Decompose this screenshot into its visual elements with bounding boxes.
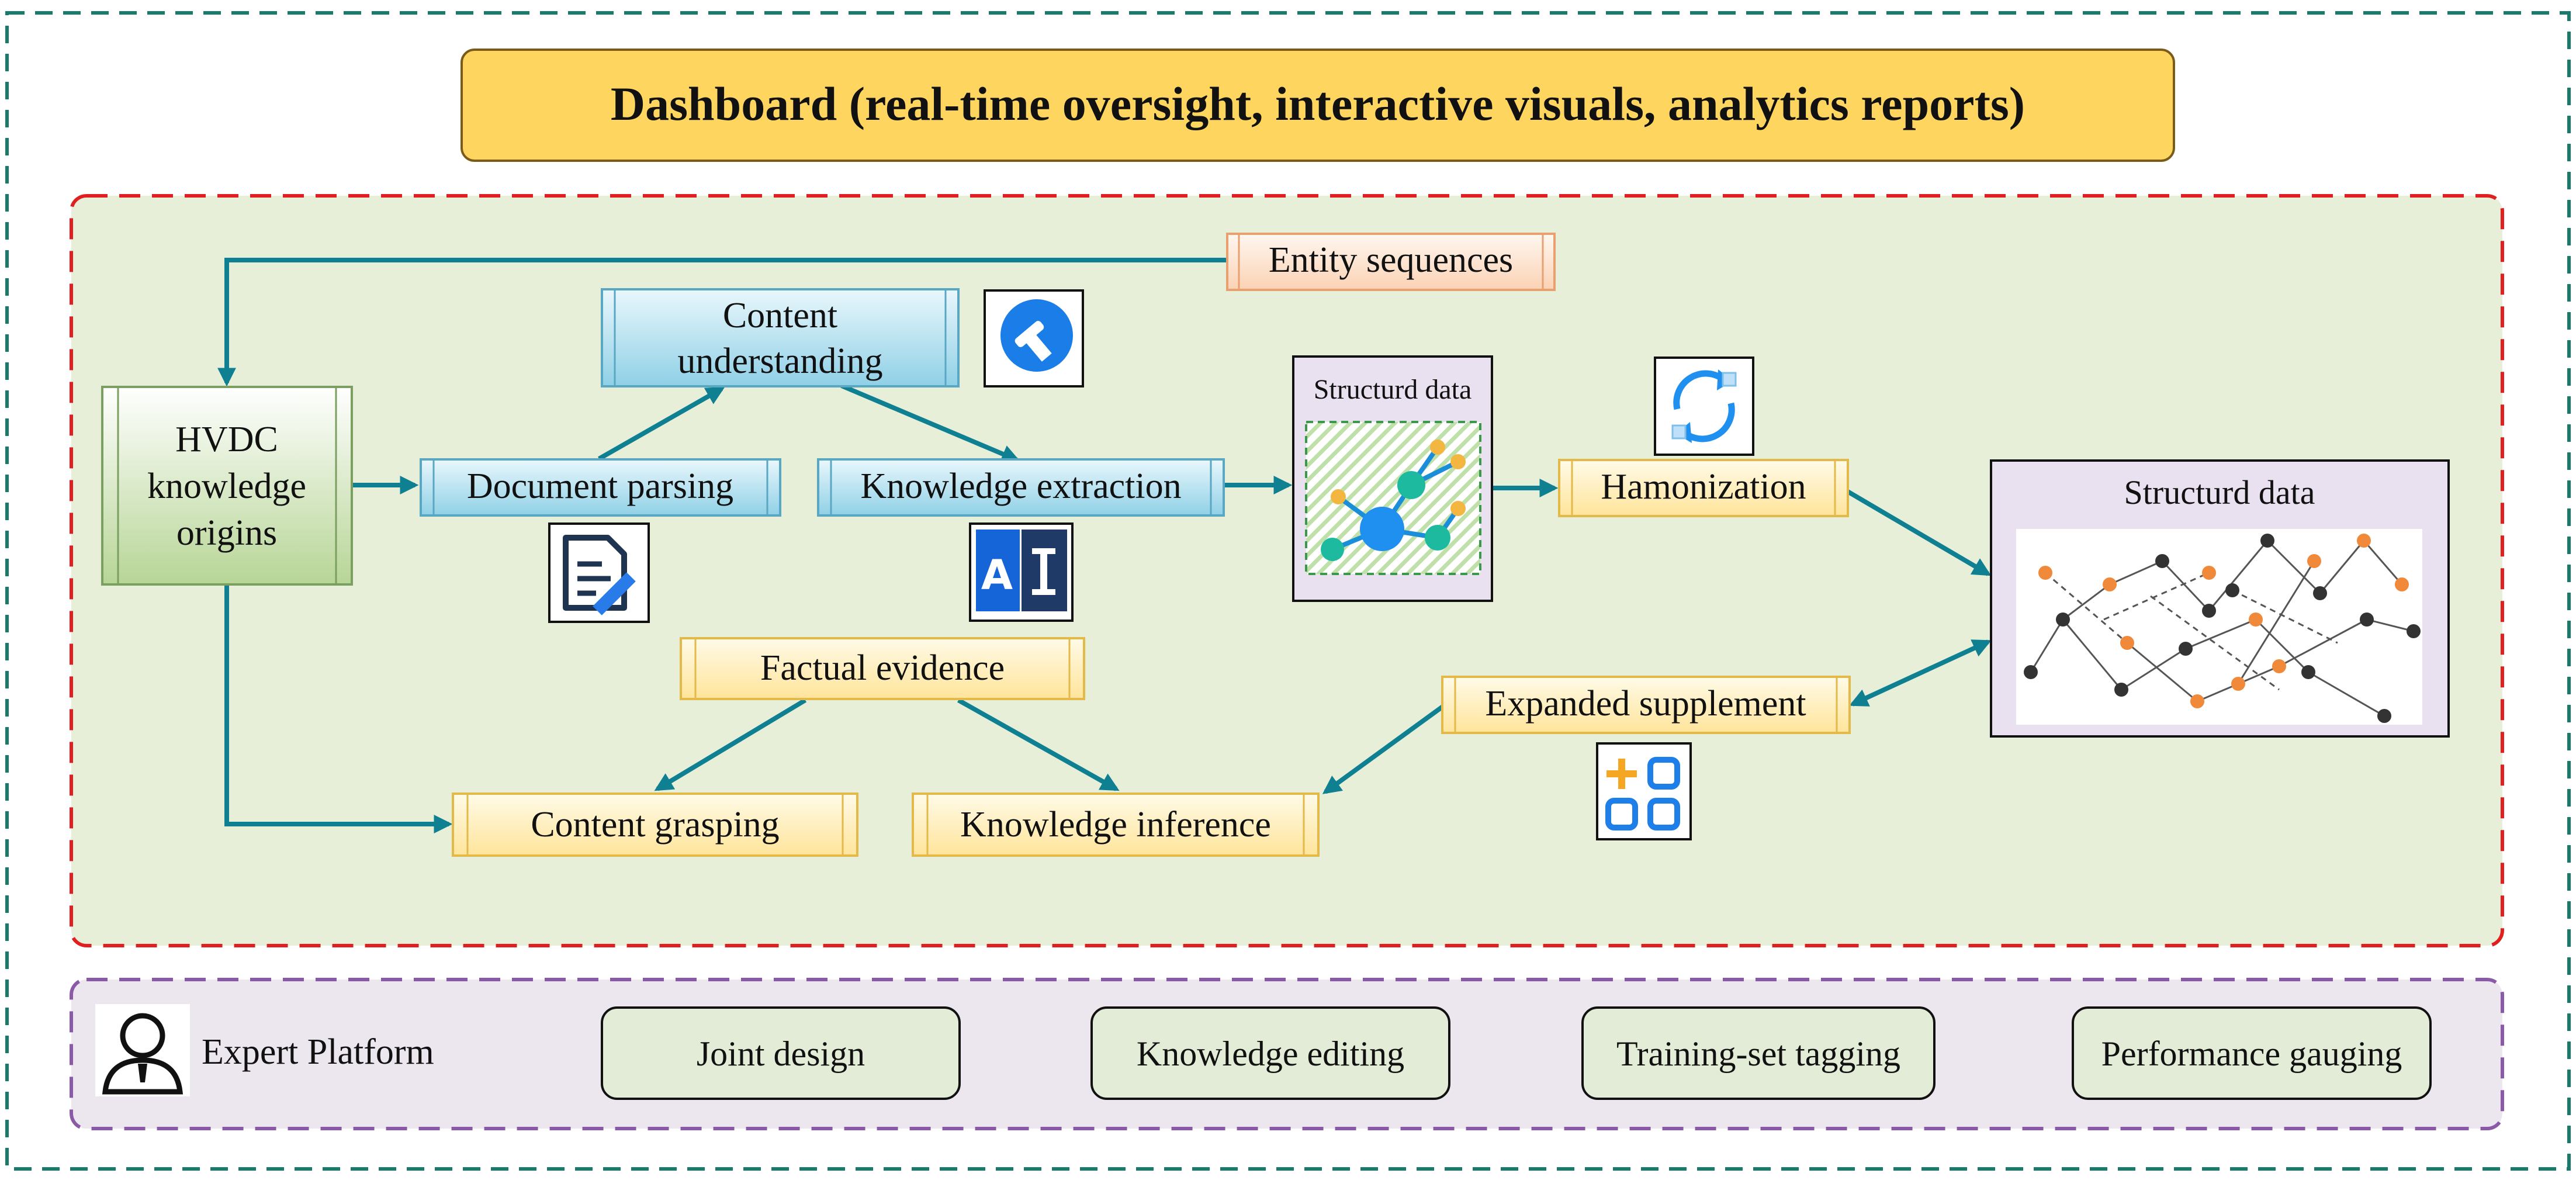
arrow-evidence-to-grasping: [654, 698, 807, 791]
content-understanding-label-2: understanding: [677, 341, 882, 381]
hvdc-label-2: knowledge: [147, 466, 306, 506]
arrow-understanding-to-extraction: [840, 383, 1020, 463]
node-factual-evidence: Factual evidence: [680, 637, 1085, 700]
performance-gauging-label: Performance gauging: [2101, 1034, 2402, 1073]
joint-design-button[interactable]: Joint design: [601, 1006, 961, 1100]
joint-design-label: Joint design: [697, 1034, 865, 1073]
dashboard-title: Dashboard (real-time oversight, interact…: [611, 77, 2025, 130]
node-structured-data-large: Structurd data: [1990, 459, 2450, 738]
node-harmonization: Hamonization: [1558, 459, 1849, 517]
content-understanding-label-1: Content: [723, 296, 837, 335]
arrow-harmonization-to-graph: [1845, 489, 1992, 576]
node-content-grasping: Content grasping: [452, 793, 858, 857]
ai-book-icon: A: [969, 522, 1074, 622]
knowledge-inference-label: Knowledge inference: [960, 805, 1271, 845]
arrow-supplement-graph: [1849, 639, 1992, 707]
arrow-parsing-to-understanding: [598, 386, 725, 461]
svg-text:A: A: [981, 551, 1013, 599]
harmonization-label: Hamonization: [1601, 467, 1806, 507]
hvdc-label-1: HVDC: [175, 420, 278, 459]
node-knowledge-extraction: Knowledge extraction: [817, 458, 1225, 517]
add-apps-icon: [1596, 742, 1692, 840]
expert-platform-label: Expert Platform: [202, 1032, 434, 1072]
lightbulb-icon: [984, 289, 1084, 387]
knowledge-graph-image: [2030, 539, 2414, 717]
node-structured-data-small: Structurd data: [1292, 355, 1493, 602]
document-parsing-label: Document parsing: [467, 466, 733, 506]
performance-gauging-button[interactable]: Performance gauging: [2072, 1006, 2432, 1100]
node-document-parsing: Document parsing: [420, 458, 781, 517]
network-node-icon: [1321, 440, 1466, 561]
node-expanded-supplement: Expanded supplement: [1441, 676, 1851, 734]
entity-sequences-label: Entity sequences: [1269, 240, 1513, 280]
training-set-tagging-label: Training-set tagging: [1616, 1034, 1900, 1073]
knowledge-editing-button[interactable]: Knowledge editing: [1090, 1006, 1450, 1100]
arrow-evidence-to-inference: [957, 698, 1120, 791]
sync-icon: [1654, 357, 1754, 456]
expanded-supplement-label: Expanded supplement: [1485, 684, 1806, 724]
knowledge-editing-label: Knowledge editing: [1137, 1034, 1404, 1073]
node-hvdc-knowledge-origins: HVDC knowledge origins: [101, 386, 353, 586]
structured-data-large-label: Structurd data: [2124, 473, 2315, 511]
graph-nodes: [2024, 534, 2421, 723]
factual-evidence-label: Factual evidence: [760, 648, 1005, 688]
node-content-understanding: Content understanding: [601, 288, 960, 387]
arrow-entity-to-hvdc: [217, 258, 1227, 387]
content-grasping-label: Content grasping: [531, 805, 779, 845]
training-set-tagging-button[interactable]: Training-set tagging: [1581, 1006, 1936, 1100]
node-entity-sequences: Entity sequences: [1226, 233, 1556, 291]
hvdc-label-3: origins: [176, 513, 277, 553]
dashboard-banner: [461, 49, 2175, 162]
expert-user-icon: [95, 1004, 190, 1096]
node-knowledge-inference: Knowledge inference: [912, 793, 1320, 857]
arrow-supplement-to-inference: [1322, 704, 1445, 794]
outer-frame: [5, 11, 2571, 1171]
arrow-hvdc-to-grasping: [224, 584, 453, 833]
document-edit-icon: [548, 522, 650, 623]
knowledge-extraction-label: Knowledge extraction: [860, 466, 1181, 506]
structured-data-small-label: Structurd data: [1314, 374, 1472, 405]
